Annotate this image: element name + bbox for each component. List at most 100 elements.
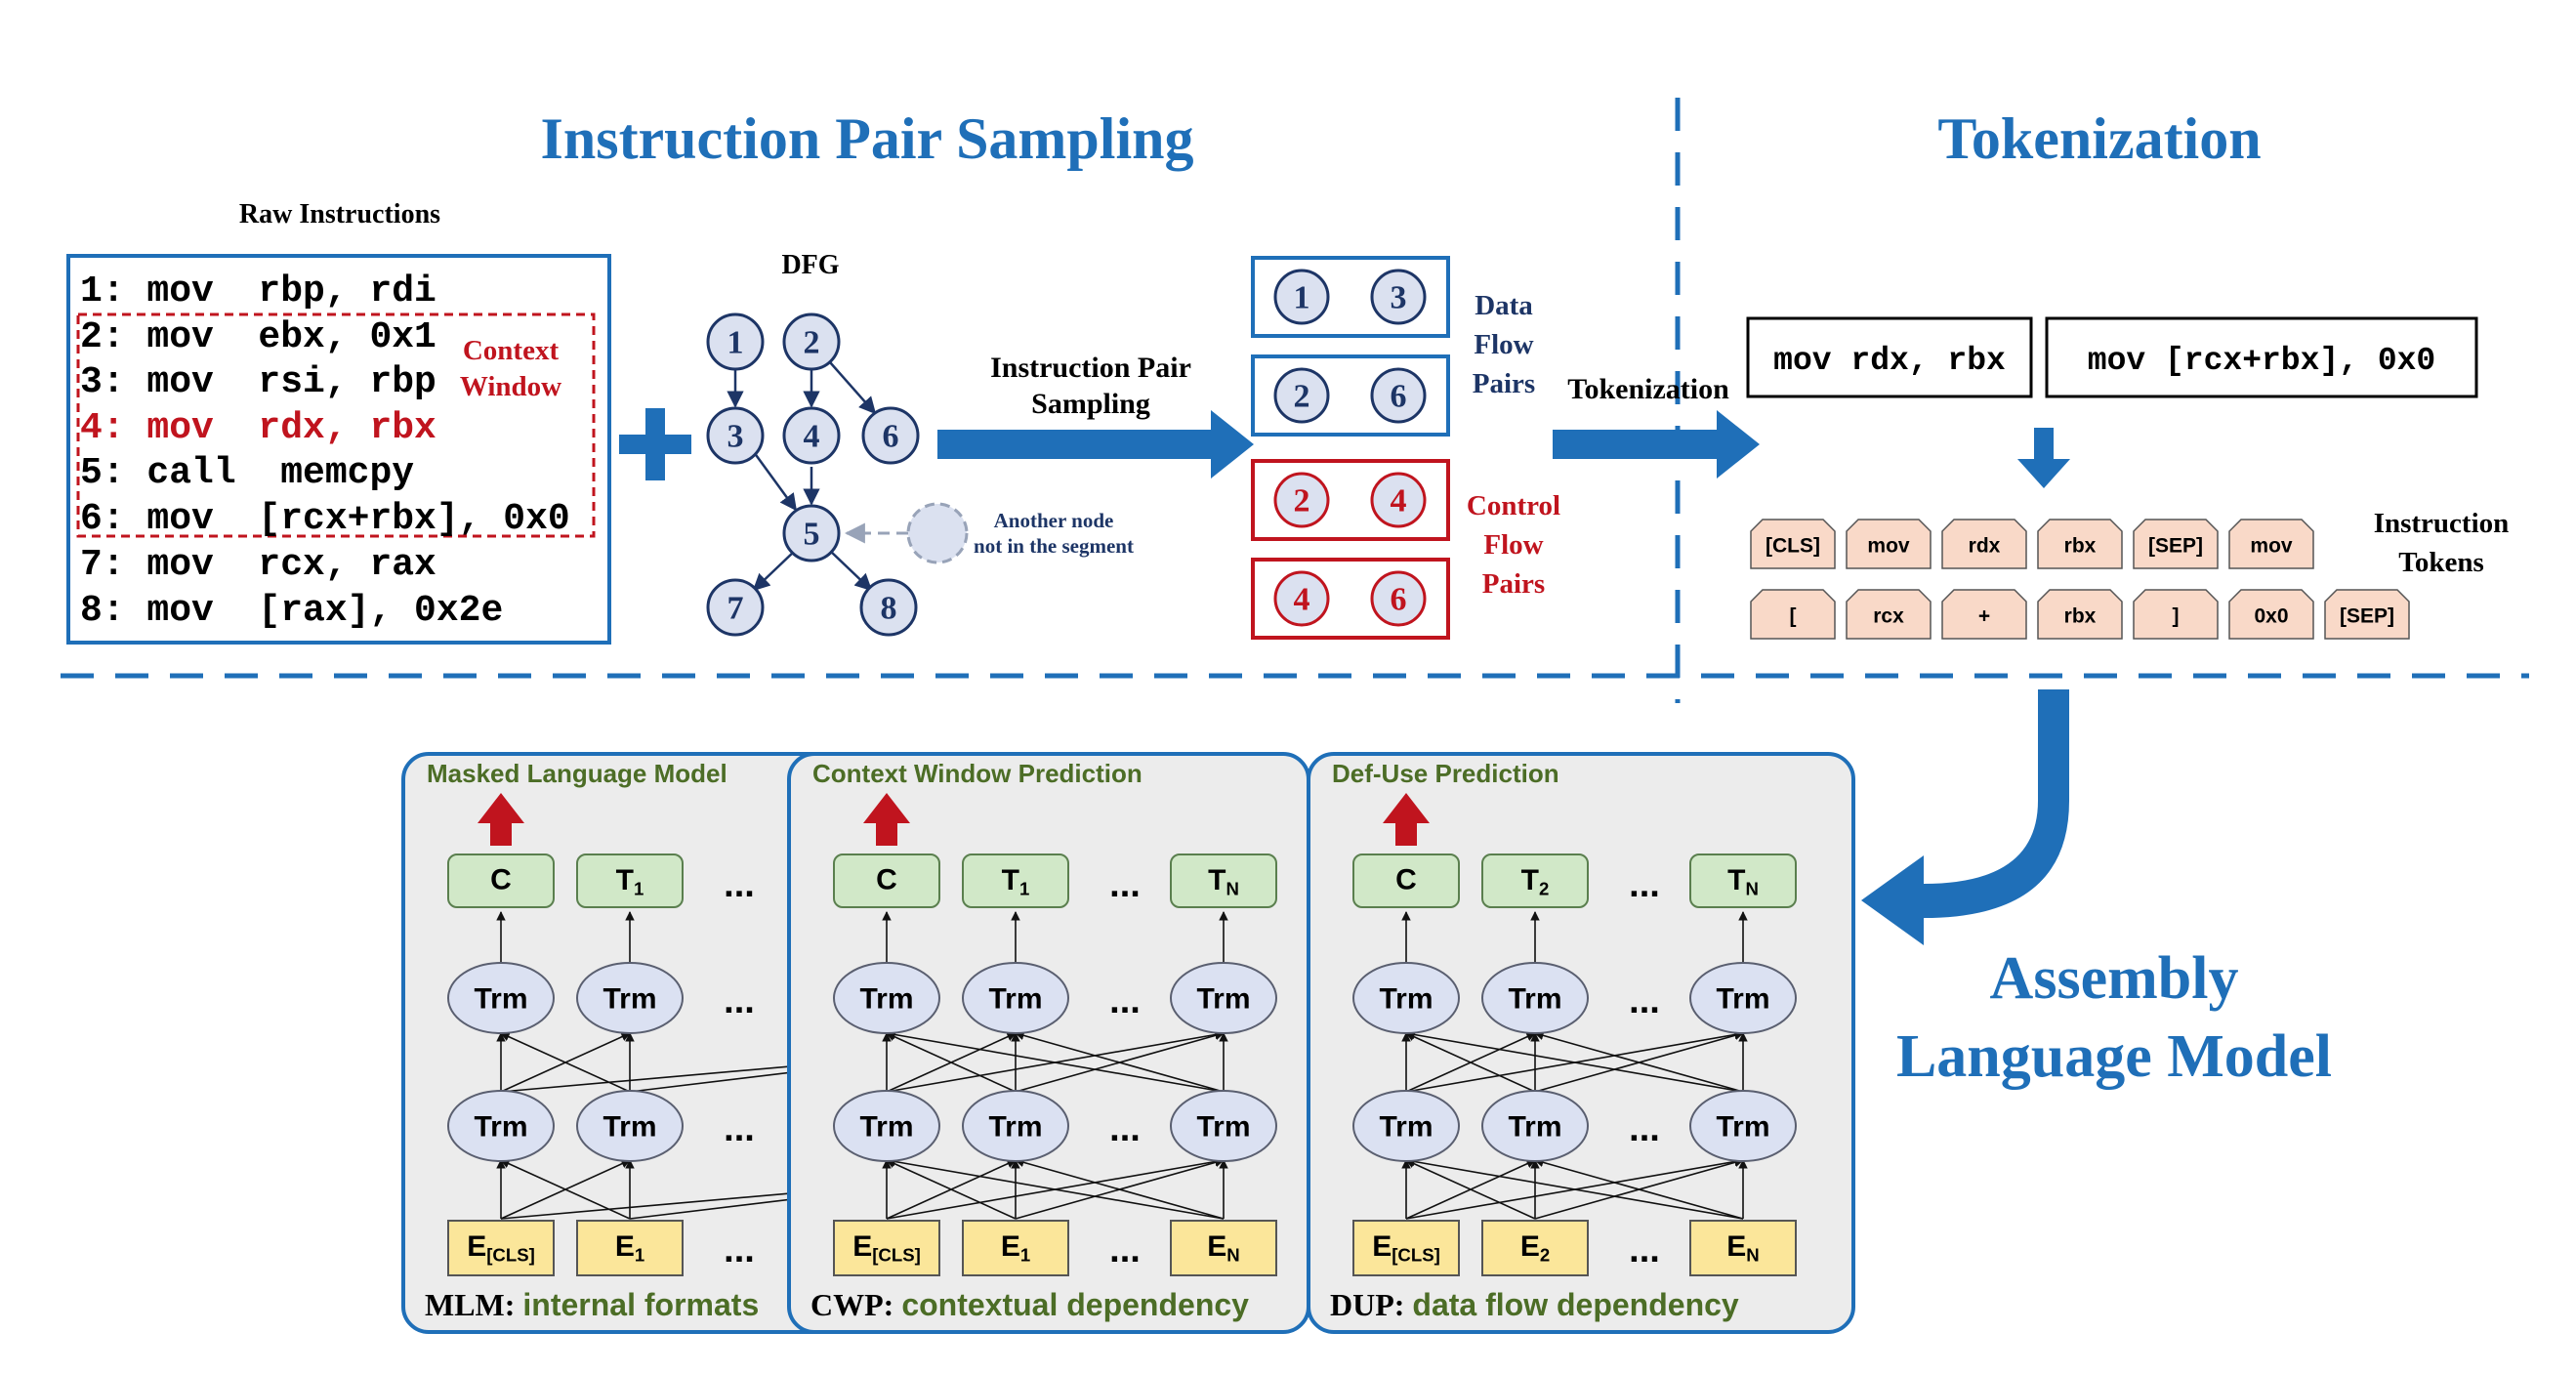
ellipsis: ... (1109, 1108, 1141, 1149)
embedding-token (1170, 1220, 1277, 1276)
dfg-node (859, 578, 918, 637)
embedding-token (1689, 1220, 1797, 1276)
transformer-label: Trm (474, 1111, 527, 1144)
panel-caption: MLM: internal formats (425, 1287, 759, 1322)
ellipsis: ... (1109, 864, 1141, 905)
token-label: 0x0 (2254, 605, 2288, 628)
transformer-block (962, 962, 1069, 1034)
alm-title-line2: Language Model (1896, 1023, 2332, 1090)
other-node-label-2: not in the segment (974, 534, 1134, 558)
transformer-label: Trm (1196, 983, 1250, 1016)
data-flow-pair-node (1370, 269, 1427, 325)
instruction-b-text: mov [rcx+rbx], 0x0 (2088, 343, 2435, 379)
transformer-block (447, 1090, 555, 1162)
ellipsis: ... (1629, 980, 1660, 1021)
token-box (1941, 519, 2027, 569)
output-token-label: T1 (616, 864, 644, 898)
token-label: [CLS] (1766, 535, 1820, 558)
data-flow-pair-node-label: 6 (1391, 379, 1407, 415)
token-label: + (1978, 605, 1990, 628)
tokenization-arrow-label: Tokenization (1567, 373, 1729, 405)
token-box (1846, 589, 1932, 640)
data-flow-pair-node (1273, 269, 1330, 325)
instruction-line: 7: mov rcx, rax (80, 544, 436, 586)
control-flow-pair-node-label: 4 (1294, 582, 1310, 618)
other-node-label-1: Another node (994, 509, 1114, 532)
ellipsis: ... (724, 1229, 755, 1270)
dfg-node (782, 504, 841, 562)
dfg-node (706, 312, 765, 371)
control-flow-pair-node-label: 6 (1391, 582, 1407, 618)
transformer-block (1481, 1090, 1589, 1162)
embedding-token (576, 1220, 684, 1276)
transformer-block (1170, 1090, 1277, 1162)
embedding-token-label: EN (1726, 1230, 1759, 1265)
control-flow-pair-node (1370, 570, 1427, 627)
transformer-block (1689, 962, 1797, 1034)
control-flow-label-1: Control (1467, 490, 1560, 521)
prediction-arrow-icon (863, 793, 910, 846)
transformer-block (1481, 962, 1589, 1034)
dfg-node-label: 3 (727, 419, 744, 455)
embedding-token (833, 1220, 940, 1276)
instruction-line-highlighted: 4: mov rdx, rbx (80, 407, 436, 449)
transformer-label: Trm (1379, 983, 1433, 1016)
token-label: [ (1790, 605, 1797, 628)
instruction-a-text: mov rdx, rbx (1773, 343, 2006, 379)
transformer-block (1352, 1090, 1460, 1162)
token-box (2037, 589, 2123, 640)
token-box (1846, 519, 1932, 569)
data-flow-pair-node (1273, 367, 1330, 424)
data-flow-label-2: Flow (1474, 329, 1533, 360)
data-flow-pair-node-label: 2 (1294, 379, 1310, 415)
control-flow-pair-node (1370, 472, 1427, 528)
token-label: rbx (2064, 535, 2097, 558)
task-title: Masked Language Model (427, 759, 727, 788)
instruction-line: 6: mov [rcx+rbx], 0x0 (80, 498, 570, 540)
token-box (2324, 589, 2410, 640)
dfg-node (782, 312, 841, 371)
transformer-label: Trm (988, 983, 1042, 1016)
transformer-block (576, 1090, 684, 1162)
prediction-arrow-icon (478, 793, 524, 846)
prediction-arrow-icon (1383, 793, 1430, 846)
embedding-token-label: E[CLS] (852, 1230, 921, 1265)
output-token (447, 854, 555, 908)
sampling-title: Instruction Pair Sampling (541, 106, 1194, 171)
transformer-block (833, 962, 940, 1034)
data-flow-pair-node-label: 1 (1294, 280, 1310, 316)
tokenization-title: Tokenization (1937, 106, 2261, 171)
tokenization-arrow (1553, 410, 1760, 479)
output-token (1170, 854, 1277, 908)
instruction-list: 1: mov rbp, rdi 2: mov ebx, 0x1 3: mov r… (80, 271, 570, 632)
token-label: ] (2173, 605, 2180, 628)
tokens-label-2: Tokens (2398, 547, 2484, 578)
embedding-token-label: E1 (615, 1230, 644, 1265)
transformer-block (576, 962, 684, 1034)
embedding-token (447, 1220, 555, 1276)
transformer-label: Trm (859, 1111, 913, 1144)
dfg-node-label: 1 (727, 325, 744, 361)
transformer-label: Trm (1716, 983, 1769, 1016)
alm-panels: Masked Language ModelCTrmTrmE[CLS]T1TrmT… (401, 752, 1855, 1334)
output-token-label: T1 (1002, 864, 1030, 898)
output-token-label: TN (1208, 864, 1239, 898)
context-window-label-1: Context (463, 335, 560, 366)
embedding-token-label: E2 (1520, 1230, 1550, 1265)
token-box (1941, 589, 2027, 640)
dfg-node (861, 406, 920, 465)
transformer-block (1689, 1090, 1797, 1162)
control-flow-label-3: Pairs (1482, 568, 1545, 600)
data-flow-label-3: Pairs (1473, 368, 1535, 399)
token-label: rbx (2064, 605, 2097, 628)
pair-sampling-label-2: Sampling (1031, 388, 1150, 420)
output-token-label: C (876, 864, 897, 896)
embedding-token-label: EN (1207, 1230, 1239, 1265)
context-window-label-2: Window (460, 371, 561, 402)
token-box (2133, 519, 2219, 569)
tokenize-down-arrow (2017, 428, 2070, 488)
dfg-heading: DFG (781, 250, 839, 280)
ellipsis: ... (1109, 980, 1141, 1021)
